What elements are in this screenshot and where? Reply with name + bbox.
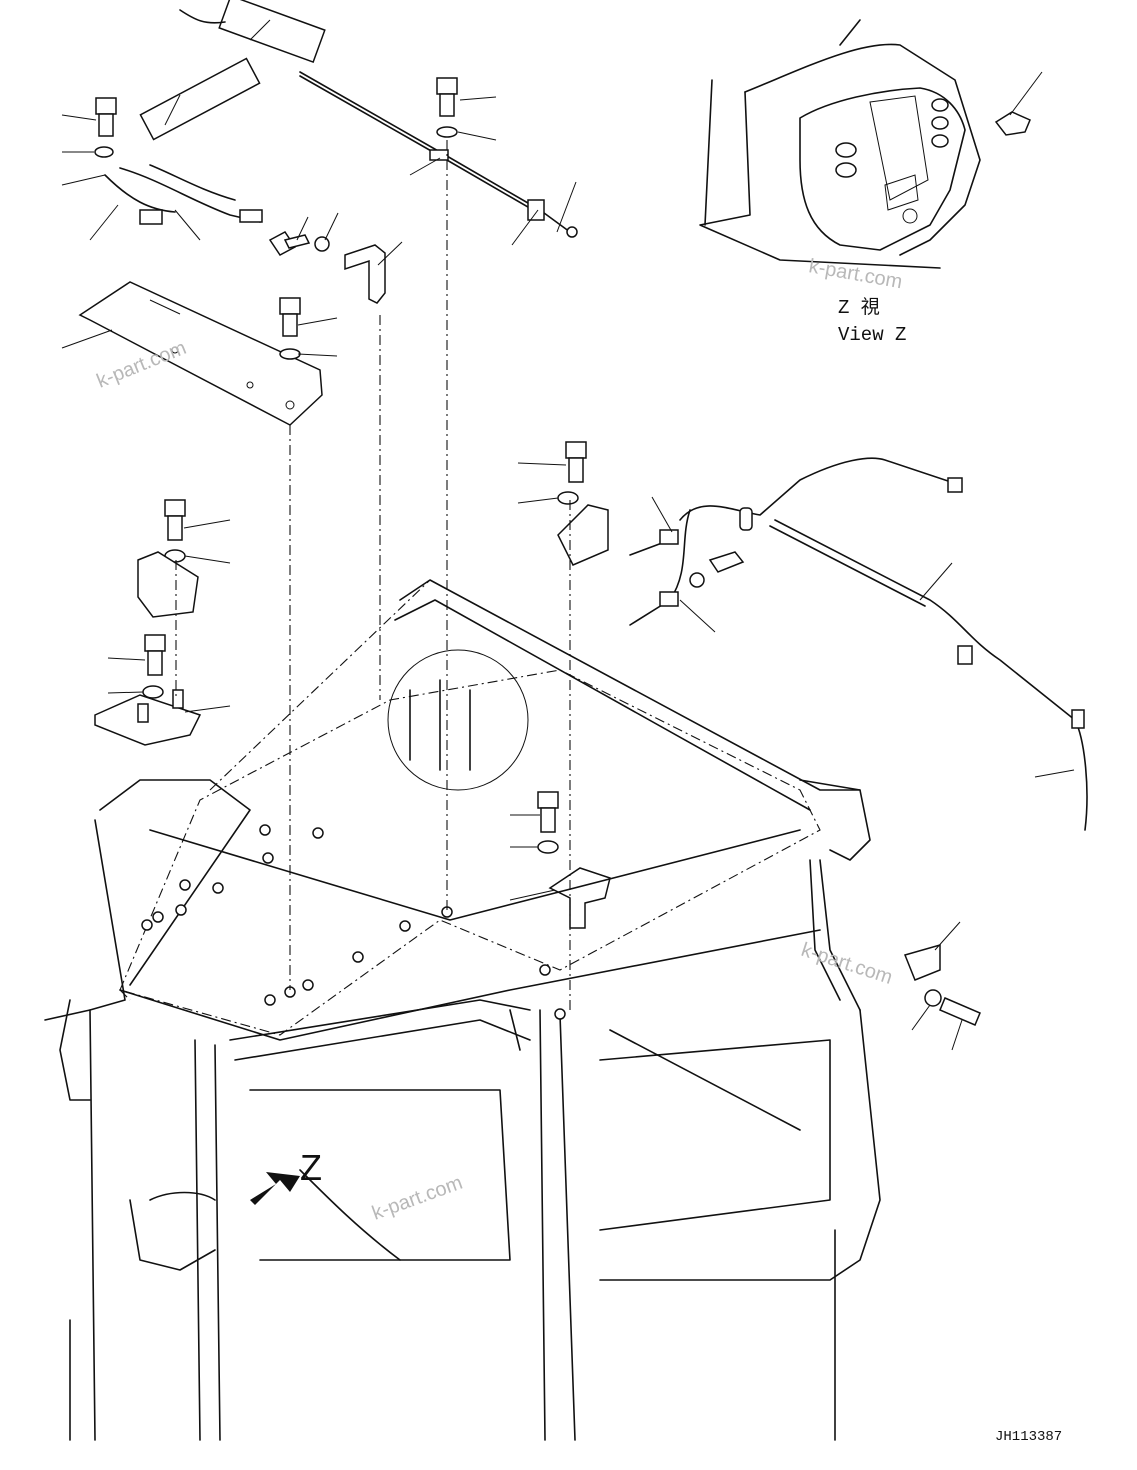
view-z-jp-label: Z 視 (838, 296, 880, 319)
watermark-text: k-part.com (807, 255, 904, 293)
left-bracket-assembly (94, 499, 202, 746)
detail-circle (387, 649, 529, 791)
watermark-text: k-part.com (798, 939, 895, 989)
view-z-en-label: View Z (838, 324, 906, 346)
z-marker-label: Z (300, 1147, 322, 1188)
mounting-plate (78, 281, 323, 426)
right-wire-harness (629, 457, 1088, 831)
watermark-text: k-part.com (369, 1172, 465, 1225)
view-z-arrow (250, 1172, 300, 1205)
upper-wire-harness (104, 0, 578, 238)
right-bracket-assembly (537, 441, 981, 1026)
drawing-number: JH113387 (995, 1429, 1062, 1445)
view-z-inset (699, 19, 1031, 269)
top-bolts-group (94, 77, 458, 304)
leader-lines (61, 19, 1075, 1051)
roof-bolt-heads (141, 824, 566, 1020)
roof-plate (119, 579, 821, 1036)
cab-frame (44, 579, 881, 1441)
assembly-lines (175, 140, 571, 1010)
